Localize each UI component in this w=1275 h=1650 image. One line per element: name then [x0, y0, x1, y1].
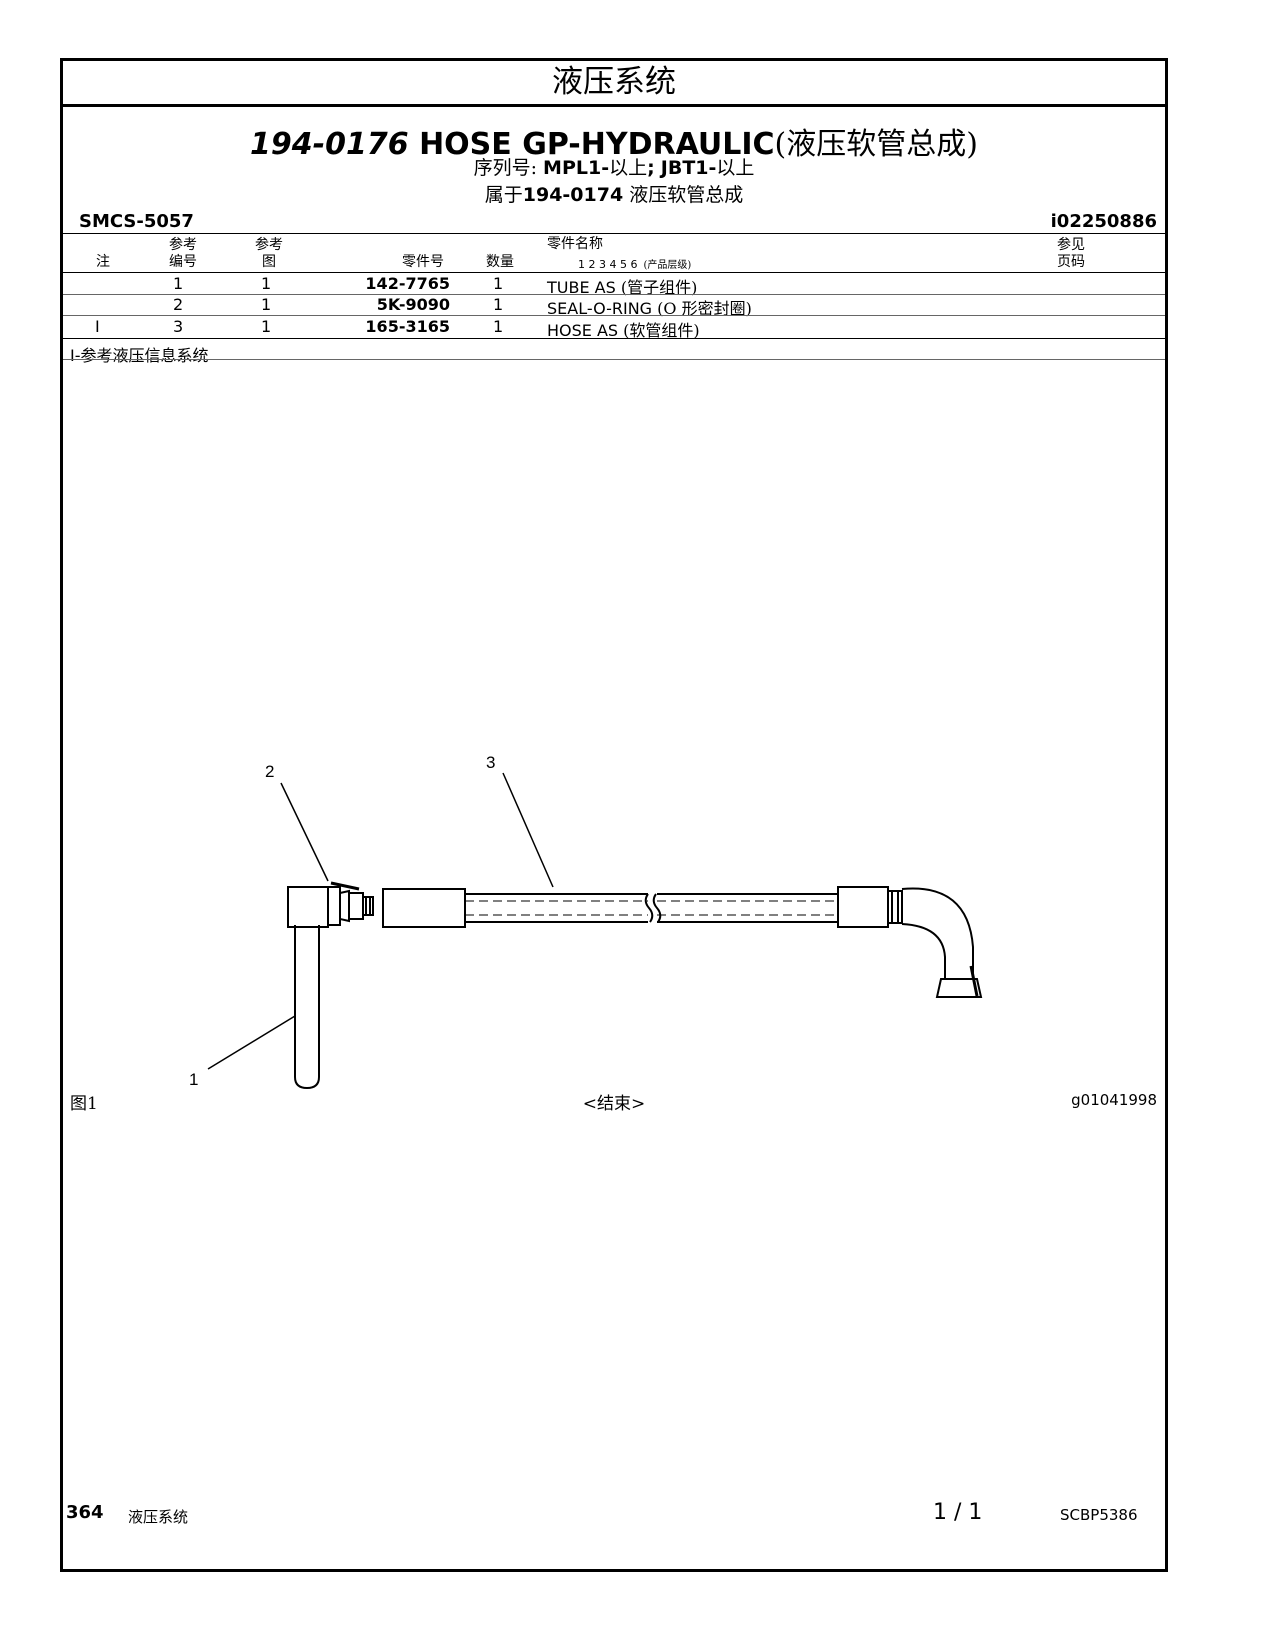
- footer-section: 液压系统: [128, 1508, 189, 1526]
- figure-label: 图1: [70, 1094, 98, 1114]
- leader-2: [280, 782, 329, 882]
- hex-nut: [362, 896, 374, 916]
- callout-2: 2: [265, 762, 274, 781]
- row-ref-no: 1: [173, 274, 184, 293]
- footer-page-of: 1 / 1: [933, 1500, 983, 1525]
- row-name-en: HOSE AS: [547, 321, 619, 340]
- end-marker: <结束>: [582, 1094, 646, 1114]
- footer-page-number: 364: [66, 1502, 104, 1523]
- header-part-no: 零件号: [402, 254, 444, 270]
- header-note: 注: [96, 254, 110, 270]
- row-part-no: 5K-9090: [376, 295, 450, 314]
- elbow-flange: [935, 978, 983, 998]
- footnote-key: I-: [70, 346, 81, 365]
- levels-numbers: 1 2 3 4 5 6: [578, 258, 638, 271]
- tube-elbow-block: [287, 886, 329, 928]
- title-name-en: HOSE GP-HYDRAULIC: [419, 127, 775, 162]
- ferrule-right: [837, 886, 889, 928]
- hose-assembly-illustration: 2 3 1: [189, 753, 983, 1090]
- header-qty: 数量: [486, 254, 514, 270]
- row-ref-no: 2: [173, 295, 184, 314]
- row-ref-fig: 1: [261, 295, 272, 314]
- table-footnote: I-参考液压信息系统: [70, 342, 209, 366]
- row-name-en: TUBE AS: [547, 278, 616, 297]
- serial-range-1: 以上: [609, 157, 648, 179]
- swivel-nut: [327, 886, 341, 926]
- header-part-name: 零件名称: [547, 236, 603, 252]
- hex-right: [887, 890, 903, 924]
- break-mark: [644, 893, 654, 923]
- row-ref-fig: 1: [261, 317, 272, 336]
- title-part-number: 194-0176: [250, 127, 409, 162]
- tube-leg: [294, 925, 320, 1090]
- row-name-en: SEAL-O-RING: [547, 299, 653, 318]
- row-part-name: SEAL-O-RING (O 形密封圈): [547, 295, 752, 319]
- within-line: 属于194-0174 液压软管总成: [63, 180, 1165, 207]
- page-title: 194-0176 HOSE GP-HYDRAULIC(液压软管总成): [63, 119, 1165, 163]
- leader-3: [502, 772, 554, 888]
- doc-id: i02250886: [1050, 211, 1157, 232]
- table-top-rule: [63, 233, 1165, 234]
- footer-doc-code: SCBP5386: [1060, 1506, 1138, 1524]
- row-part-name: TUBE AS (管子组件): [547, 274, 697, 298]
- serial-prefix-2: JBT1-: [660, 157, 717, 179]
- row-rule: [63, 315, 1165, 316]
- seal-hatch: [330, 881, 360, 891]
- elbow-outer: [901, 887, 974, 979]
- row-part-no: 142-7765: [365, 274, 450, 293]
- row-name-cn: (管子组件): [620, 278, 698, 297]
- callout-1: 1: [189, 1070, 198, 1089]
- ferrule-left: [382, 888, 466, 928]
- seal-o-ring: [339, 889, 350, 923]
- row-ref-fig: 1: [261, 274, 272, 293]
- header-ref-fig-1: 参考: [255, 237, 283, 253]
- within-label: 属于: [484, 184, 523, 206]
- levels-label: (产品层级): [643, 260, 692, 271]
- row-name-cn: (O 形密封圈): [657, 299, 752, 318]
- serial-prefix-1: MPL1-: [543, 157, 610, 179]
- row-name-cn: (软管组件): [623, 321, 700, 340]
- header-see-page-1: 参见: [1057, 237, 1085, 253]
- footnote-text: 参考液压信息系统: [80, 346, 209, 365]
- graphic-id: g01041998: [1071, 1091, 1157, 1109]
- row-qty: 1: [493, 274, 504, 293]
- header-ref-fig-2: 图: [262, 254, 276, 270]
- page-frame: 液压系统 194-0176 HOSE GP-HYDRAULIC(液压软管总成) …: [60, 58, 1168, 1572]
- header-ref-no-2: 编号: [169, 254, 197, 270]
- row-part-no: 165-3165: [365, 317, 450, 336]
- header-levels: 1 2 3 4 5 6 (产品层级): [578, 256, 691, 271]
- serial-line: 序列号: MPL1-以上; JBT1-以上: [63, 153, 1165, 180]
- serial-label: 序列号:: [473, 157, 537, 179]
- row-qty: 1: [493, 317, 504, 336]
- elbow-inner: [901, 923, 946, 979]
- break-mark: [652, 893, 662, 923]
- flange-hatch: [969, 965, 979, 997]
- row-rule: [63, 294, 1165, 295]
- row-note: I: [95, 317, 100, 336]
- row-part-name: HOSE AS (软管组件): [547, 317, 700, 341]
- header-ref-no-1: 参考: [169, 237, 197, 253]
- serial-range-2: 以上: [716, 157, 755, 179]
- header-bottom-rule: [63, 272, 1165, 273]
- title-name-cn: (液压软管总成): [774, 127, 978, 162]
- footnote-rule: [63, 359, 1165, 360]
- table-bottom-rule: [63, 338, 1165, 339]
- leader-1: [207, 1015, 296, 1070]
- row-qty: 1: [493, 295, 504, 314]
- header-see-page-2: 页码: [1057, 254, 1085, 270]
- section-header: 液压系统: [63, 61, 1165, 107]
- row-ref-no: 3: [173, 317, 184, 336]
- smcs-code: SMCS-5057: [79, 211, 194, 232]
- within-part-number: 194-0174: [522, 184, 624, 206]
- serial-sep: ;: [647, 157, 655, 179]
- adapter: [348, 892, 364, 920]
- callout-3: 3: [486, 753, 495, 772]
- within-name: 液压软管总成: [629, 184, 744, 206]
